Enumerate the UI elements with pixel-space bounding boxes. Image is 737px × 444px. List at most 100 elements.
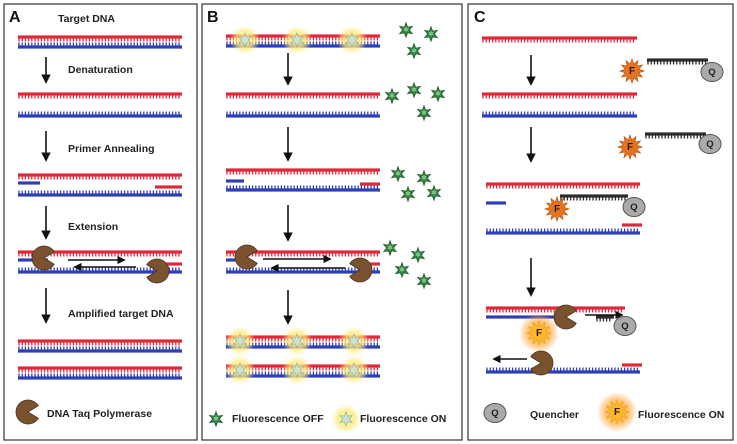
- legend-green-dye-icon: [208, 410, 224, 428]
- c-fluorophore-1: F: [618, 57, 646, 85]
- panel-b-letter: B: [207, 9, 219, 26]
- c-polymerase-top: [553, 304, 577, 330]
- legend-quencher: Quencher: [530, 409, 579, 421]
- c-fluorophore-released-label: F: [536, 328, 542, 339]
- a-polymerase-right: [146, 258, 170, 284]
- b-glow-6a: [225, 355, 255, 385]
- b-polymerase-left: [234, 244, 258, 270]
- b-glow-5b: [282, 326, 312, 356]
- b-dye-2b: [406, 81, 422, 99]
- step-target-dna: Target DNA: [58, 13, 115, 25]
- b-dye-1b: [423, 25, 439, 43]
- c-quencher-2: Q: [698, 134, 722, 154]
- c-quencher-1-label: Q: [708, 67, 715, 78]
- c-denatured-sense: [482, 92, 637, 99]
- step-denaturation: Denaturation: [68, 64, 133, 76]
- b-dye-3d: [426, 184, 442, 202]
- diagram-shapes: F Q F Q F Q F Q Q F: [15, 21, 724, 434]
- c-primer-forward: [486, 201, 506, 205]
- c-fluorophore-3: F: [543, 195, 571, 223]
- b-primer-forward: [226, 179, 244, 183]
- c-quencher-1: Q: [700, 62, 724, 82]
- b-dye-1c: [406, 42, 422, 60]
- c-fluorophore-2-label: F: [627, 142, 633, 153]
- c-quencher-released: Q: [613, 316, 637, 336]
- step-amplified: Amplified target DNA: [68, 308, 174, 320]
- a-denatured-sense: [18, 92, 182, 99]
- b-polymerase-right: [349, 257, 373, 283]
- panel-a-letter: A: [9, 9, 21, 26]
- legend-quencher-icon-label: Q: [491, 408, 498, 419]
- c-denatured-antisense: [482, 111, 637, 118]
- c-annealed-antisense: [486, 228, 640, 235]
- c-quencher-3-label: Q: [630, 202, 637, 213]
- b-dye-2a: [384, 87, 400, 105]
- a-amplified-duplex-1-antisense: [18, 346, 182, 353]
- b-dye-2c: [430, 85, 446, 103]
- b-glow-1a: [230, 25, 260, 55]
- a-annealed-antisense: [18, 190, 182, 197]
- c-probe-fragment: [596, 315, 614, 322]
- a-amplified-duplex-2-antisense: [18, 373, 182, 380]
- b-glow-1b: [282, 25, 312, 55]
- legend-glowing-dye-icon: [331, 404, 361, 434]
- c-fluorophore-2: F: [616, 133, 644, 161]
- a-denatured-antisense: [18, 111, 182, 118]
- b-denatured-sense: [226, 92, 380, 99]
- b-dye-4c: [394, 261, 410, 279]
- legend-quencher-icon: Q: [483, 403, 507, 423]
- b-glow-6c: [339, 355, 369, 385]
- b-dye-2d: [416, 104, 432, 122]
- a-primer-reverse: [155, 185, 182, 189]
- panel-c-frame: [467, 3, 734, 441]
- legend-polymerase-icon: [15, 399, 39, 425]
- legend-fluorophore-icon-label: F: [614, 407, 620, 418]
- c-primer-reverse: [622, 223, 642, 227]
- b-glow-6b: [282, 355, 312, 385]
- legend-polymerase: DNA Taq Polymerase: [47, 408, 152, 420]
- legend-fluorescence-off: Fluorescence OFF: [232, 413, 324, 425]
- c-fluorophore-released: F: [519, 313, 559, 353]
- c-ext-primer: [486, 315, 556, 319]
- b-glow-5c: [339, 326, 369, 356]
- a-target-duplex-antisense: [18, 42, 182, 49]
- c-polymerase-bottom: [530, 350, 554, 376]
- c-probe-2: [645, 132, 706, 139]
- b-dye-4a: [382, 239, 398, 257]
- b-glow-5a: [225, 326, 255, 356]
- a-primer-forward: [18, 181, 40, 185]
- c-strand-1: [482, 36, 637, 43]
- step-primer-annealing: Primer Annealing: [68, 143, 155, 155]
- b-dye-3c: [400, 185, 416, 203]
- b-dye-3a: [390, 165, 406, 183]
- b-dye-1a: [398, 21, 414, 39]
- legend-fluorophore-icon: F: [597, 392, 637, 432]
- a-amplified-duplex-2-sense: [18, 366, 182, 373]
- a-annealed-sense: [18, 173, 182, 180]
- c-quencher-2-label: Q: [706, 139, 713, 150]
- b-primer-reverse: [360, 182, 380, 186]
- b-denatured-antisense: [226, 111, 380, 118]
- a-target-duplex-sense: [18, 35, 182, 42]
- step-extension: Extension: [68, 221, 118, 233]
- c-quencher-released-label: Q: [621, 321, 628, 332]
- c-fluorophore-3-label: F: [554, 204, 560, 215]
- b-annealed-antisense: [226, 185, 380, 192]
- panel-c-letter: C: [474, 9, 486, 26]
- c-annealed-sense: [486, 182, 640, 189]
- c-ext-primer-reverse: [622, 363, 642, 367]
- legend-fluorescence-on-c: Fluorescence ON: [638, 409, 724, 421]
- b-dye-3b: [416, 169, 432, 187]
- b-dye-4d: [416, 272, 432, 290]
- c-probe-3: [560, 194, 628, 201]
- c-quencher-3: Q: [622, 197, 646, 217]
- b-dye-4b: [410, 246, 426, 264]
- a-polymerase-left: [31, 245, 55, 271]
- b-glow-1c: [337, 25, 367, 55]
- legend-fluorescence-on: Fluorescence ON: [360, 413, 446, 425]
- c-fluorophore-1-label: F: [629, 66, 635, 77]
- c-probe-1: [647, 58, 708, 65]
- b-annealed-sense: [226, 168, 380, 175]
- a-amplified-duplex-1-sense: [18, 339, 182, 346]
